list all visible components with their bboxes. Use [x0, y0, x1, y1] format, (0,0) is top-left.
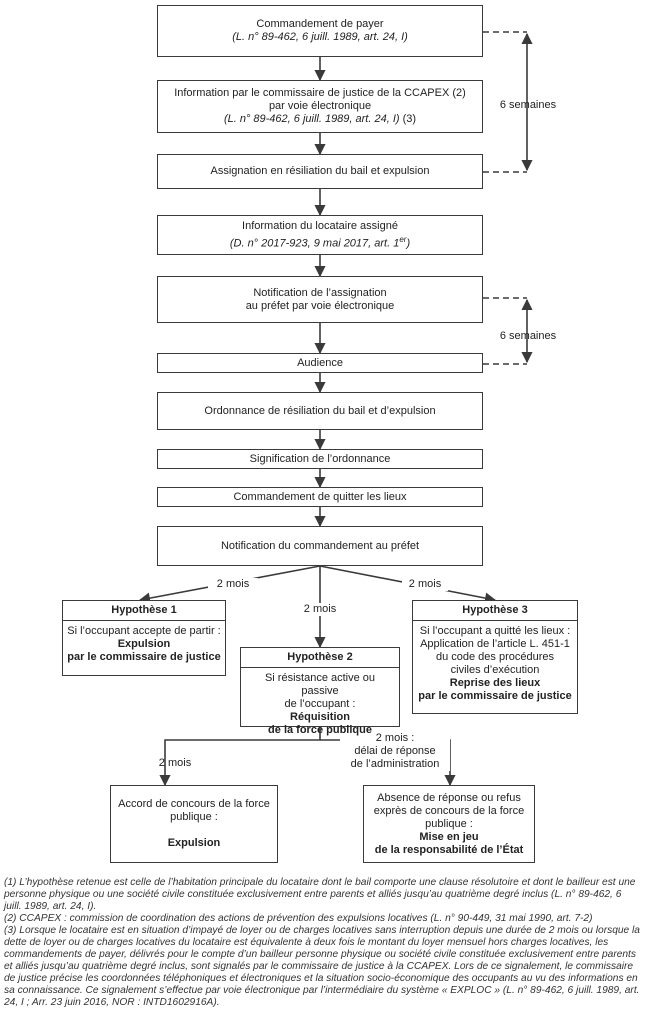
step-commandement-payer-ref: (L. n° 89-462, 6 juill. 1989, art. 24, I… [232, 31, 408, 43]
step-notification-commandement: Notification du commandement au préfet [157, 526, 483, 566]
step-information-ccapex-line1: Information par le commissaire de justic… [174, 87, 466, 99]
hypothese-3-body: Si l’occupant a quitté les lieux : Appli… [414, 621, 575, 707]
hypothese-3-condition2: Application de l’article L. 451-1 [420, 638, 570, 650]
outcome-accord: Accord de concours de la force publique … [110, 785, 278, 863]
step-ordonnance: Ordonnance de résiliation du bail et d’e… [157, 392, 483, 430]
outcome-accord-line2: publique : [170, 811, 218, 823]
label-delai-line2: de l’administration [350, 758, 440, 770]
step-signification-title: Signification de l’ordonnance [249, 452, 391, 465]
footnote-2: (2) CCAPEX : commission de coordination … [4, 913, 593, 924]
hypothese-1-body: Si l’occupant accepte de partir : Expuls… [63, 621, 224, 668]
outcome-absence: Absence de réponse ou refus exprès de co… [363, 785, 535, 863]
hypothese-2-bold1: Réquisition [290, 711, 350, 723]
label-delai-reponse: 2 mois : délai de réponse de l’administr… [340, 732, 450, 771]
outcome-accord-line1: Accord de concours de la force [118, 798, 270, 810]
step-audience: Audience [157, 353, 483, 373]
hypothese-3-condition1: Si l’occupant a quitté les lieux : [419, 625, 571, 637]
hypothese-1: Hypothèse 1 Si l’occupant accepte de par… [62, 600, 226, 676]
hypothese-2-condition2: de l’occupant : [284, 698, 356, 710]
hypothese-3-bold1: Reprise des lieux [449, 677, 541, 689]
step-commandement-quitter: Commandement de quitter les lieux [157, 487, 483, 507]
outcome-absence-bold1: Mise en jeu [419, 830, 479, 843]
label-2-mois-left: 2 mois [208, 578, 258, 591]
outcome-absence-line2: exprès de concours de la force [373, 804, 525, 817]
step-information-ccapex: Information par le commissaire de justic… [157, 80, 483, 133]
label-2-mois-bottom-left: 2 mois [158, 757, 192, 769]
step-commandement-quitter-title: Commandement de quitter les lieux [233, 490, 407, 503]
hypothese-1-bold2: par le commissaire de justice [67, 651, 221, 663]
hypothese-3-bold2: par le commissaire de justice [418, 690, 572, 702]
label-2-mois-bottom-right: 2 mois : [375, 732, 415, 744]
step-information-locataire-ref: (D. n° 2017-923, 9 mai 2017, art. 1 [229, 237, 400, 250]
step-information-locataire: Information du locataire assigné (D. n° … [157, 215, 483, 255]
step-ordonnance-title: Ordonnance de résiliation du bail et d’e… [204, 404, 436, 417]
step-information-ccapex-ref: (L. n° 89-462, 6 juill. 1989, art. 24, I… [223, 113, 400, 125]
label-2-mois-right: 2 mois [402, 578, 448, 591]
step-assignation: Assignation en résiliation du bail et ex… [157, 154, 483, 189]
hypothese-2-title: Hypothèse 2 [241, 648, 399, 668]
step-notification-prefet-line2: au préfet par voie électronique [245, 299, 395, 312]
step-commandement-payer: Commandement de payer (L. n° 89-462, 6 j… [157, 5, 483, 57]
outcome-absence-line3: publique : [425, 817, 473, 830]
hypothese-3: Hypothèse 3 Si l’occupant a quitté les l… [412, 600, 578, 714]
step-notification-commandement-title: Notification du commandement au préfet [220, 539, 420, 552]
label-delai-line1: délai de réponse [354, 745, 436, 757]
hypothese-1-title: Hypothèse 1 [63, 601, 225, 621]
outcome-absence-line1: Absence de réponse ou refus [377, 791, 521, 804]
label-6-semaines-2: 6 semaines [499, 330, 557, 342]
hypothese-1-condition: Si l’occupant accepte de partir : [67, 625, 221, 637]
footnotes: (1) L’hypothèse retenue est celle de l’h… [4, 877, 640, 1009]
footnote-3: (3) Lorsque le locataire est en situatio… [4, 925, 640, 1008]
hypothese-3-title: Hypothèse 3 [413, 601, 577, 621]
step-assignation-title: Assignation en résiliation du bail et ex… [210, 165, 430, 177]
step-information-locataire-title: Information du locataire assigné [242, 219, 398, 232]
arrow-to-accord [159, 727, 321, 787]
step-information-locataire-ref-sup: er [399, 234, 407, 244]
hypothese-2: Hypothèse 2 Si résistance active ou pass… [240, 647, 400, 736]
hypothese-3-condition4: civiles d’exécution [450, 664, 540, 676]
hypothese-2-body: Si résistance active ou passive de l’occ… [241, 668, 399, 741]
hypothese-2-condition1: Si résistance active ou passive [264, 672, 376, 697]
step-information-locataire-ref-close: ) [406, 237, 411, 250]
step-signification: Signification de l’ordonnance [157, 449, 483, 469]
step-information-ccapex-ref-wrap: (L. n° 89-462, 6 juill. 1989, art. 24, I… [224, 113, 416, 126]
step-notification-prefet-line1: Notification de l’assignation [253, 286, 387, 299]
outcome-accord-bold: Expulsion [167, 837, 221, 849]
step-information-ccapex-ref-suffix: (3) [399, 113, 417, 125]
step-information-ccapex-line2: par voie électronique [268, 100, 372, 112]
step-notification-prefet: Notification de l’assignation au préfet … [157, 276, 483, 323]
step-information-locataire-ref-wrap: (D. n° 2017-923, 9 mai 2017, art. 1er) [230, 233, 410, 251]
hypothese-1-bold1: Expulsion [117, 638, 171, 650]
step-commandement-payer-title: Commandement de payer [256, 18, 384, 30]
hypothese-3-condition3: du code des procédures [435, 651, 555, 663]
label-2-mois-center: 2 mois [296, 603, 344, 616]
outcome-absence-bold2: de la responsabilité de l’État [374, 843, 524, 856]
step-audience-title: Audience [297, 356, 343, 369]
footnote-1: (1) L’hypothèse retenue est celle de l’h… [4, 877, 636, 912]
hypothese-2-bold2: de la force publique [268, 724, 372, 736]
label-6-semaines-1: 6 semaines [499, 99, 557, 111]
